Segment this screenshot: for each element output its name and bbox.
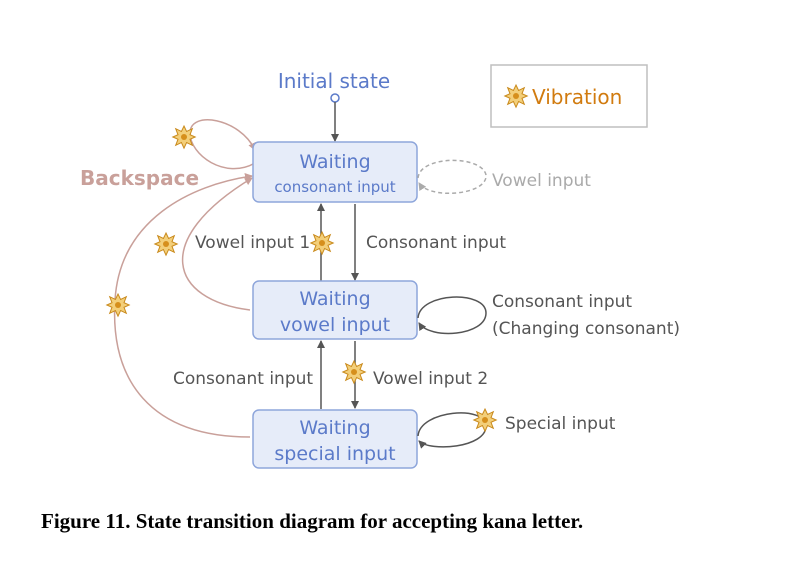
special-self-loop: [417, 412, 487, 449]
backspace-self-loop: [189, 119, 256, 170]
consonant-self-loop-label-2: (Changing consonant): [492, 319, 680, 339]
backspace-from-vowel: [181, 177, 253, 311]
backspace-special-vibration-icon: [106, 293, 130, 317]
vibration-icon: [504, 84, 528, 108]
state-waiting-vowel: [252, 280, 418, 340]
state-waiting-special: [252, 409, 418, 469]
state-vowel-line2: vowel input: [280, 314, 390, 336]
vowel-input-1-vibration-icon: [310, 231, 334, 255]
initial-state-dot: [330, 93, 340, 103]
vowel-input-1-label: Vowel input 1: [195, 233, 310, 253]
state-consonant-line1: Waiting: [299, 151, 370, 173]
backspace-vowel-vibration-icon: [154, 232, 178, 256]
vowel-input-2-label: Vowel input 2: [373, 369, 488, 389]
figure-caption: Figure 11. State transition diagram for …: [41, 509, 583, 533]
backspace-label: Backspace: [80, 166, 199, 190]
vowel-self-loop-label: Vowel input: [492, 171, 591, 191]
legend-label: Vibration: [532, 85, 622, 109]
vowel-self-loop-dashed: [417, 159, 487, 195]
state-vowel-line1: Waiting: [299, 288, 370, 310]
consonant-down-label: Consonant input: [366, 233, 506, 253]
consonant-self-loop-label-1: Consonant input: [492, 292, 632, 312]
state-waiting-consonant: [252, 141, 418, 203]
special-input-label: Special input: [505, 414, 616, 434]
consonant-self-loop: [417, 296, 487, 335]
state-consonant-line2: consonant input: [274, 178, 395, 196]
special-input-vibration-icon: [473, 408, 497, 432]
state-special-line2: special input: [274, 443, 395, 465]
initial-state-label: Initial state: [278, 69, 390, 93]
state-special-line1: Waiting: [299, 417, 370, 439]
consonant-up-label: Consonant input: [173, 369, 313, 389]
vowel-input-2-vibration-icon: [342, 360, 366, 384]
backspace-loop-vibration-icon: [172, 125, 196, 149]
